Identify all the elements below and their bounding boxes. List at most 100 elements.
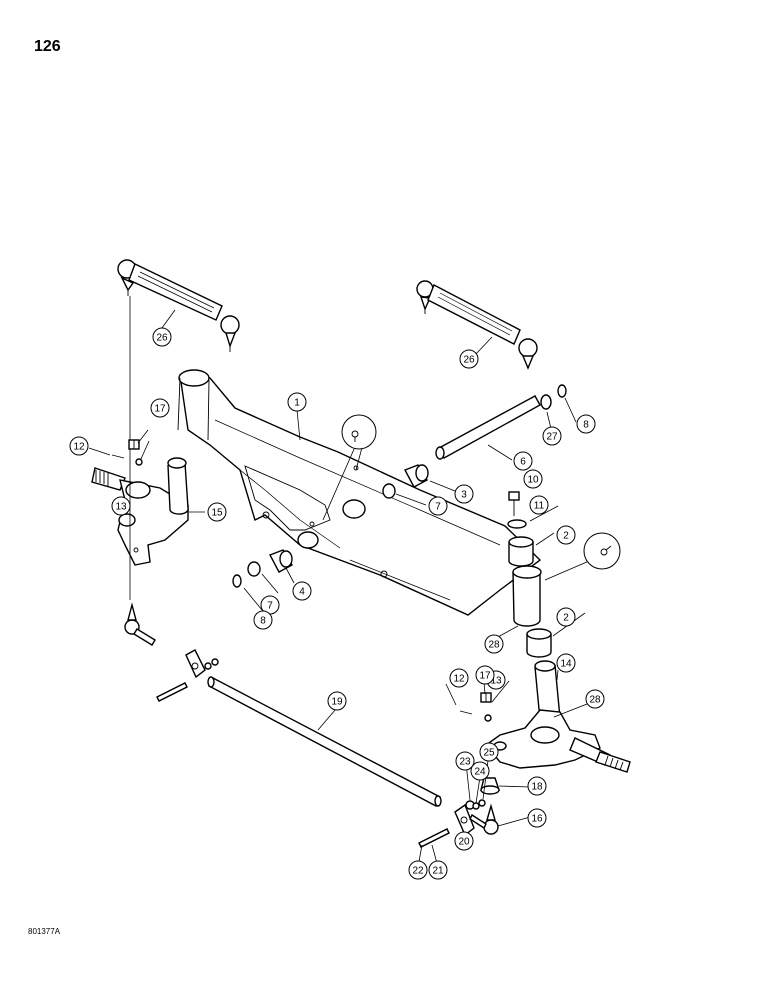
tie-rod-clamp-left (156, 649, 219, 702)
callout-17: 17 (475, 665, 495, 685)
pivot-pin (435, 395, 541, 460)
thrust-washer-front (247, 561, 261, 577)
callout-label: 16 (531, 814, 543, 825)
callout-label: 27 (546, 432, 558, 443)
callout-label: 14 (560, 659, 572, 670)
callout-label: 10 (527, 475, 539, 486)
pivot-bushing-rear (404, 464, 429, 488)
thrust-washer-rear (382, 483, 396, 499)
castle-nut-left (128, 439, 140, 450)
callout-25: 25 (479, 742, 499, 762)
callout-label: 15 (211, 508, 223, 519)
cotter-line-left (111, 454, 125, 459)
callout-label: 8 (583, 420, 589, 431)
callout-label: 11 (534, 501, 545, 512)
page-number: 126 (34, 38, 61, 55)
callout-7: 7 (428, 496, 448, 516)
callout-label: 7 (435, 502, 441, 513)
callout-23: 23 (455, 751, 475, 771)
callout-label: 28 (488, 640, 500, 651)
callout-label: 18 (531, 782, 543, 793)
washer-24 (472, 802, 480, 810)
callout-21: 21 (428, 860, 448, 880)
callout-19: 19 (327, 691, 347, 711)
cotter-line-right (459, 710, 473, 715)
washer-11 (507, 519, 527, 529)
callout-28: 28 (585, 689, 605, 709)
front-axle-beam (177, 369, 542, 616)
bushing-upper (508, 536, 534, 567)
spindle-sleeve (512, 565, 542, 627)
callout-8: 8 (253, 610, 273, 630)
callout-label: 23 (459, 757, 471, 768)
callout-2: 2 (556, 525, 576, 545)
callout-label: 13 (115, 502, 127, 513)
callout-3: 3 (454, 484, 474, 504)
callout-12: 12 (69, 436, 89, 456)
callout-label: 6 (520, 457, 526, 468)
callout-8: 8 (576, 414, 596, 434)
callout-2: 2 (556, 607, 576, 627)
callout-26: 26 (459, 349, 479, 369)
callout-11: 11 (529, 495, 549, 515)
pivot-bushing-front (269, 549, 293, 573)
callout-6: 6 (513, 451, 533, 471)
nut-25 (478, 799, 486, 807)
callout-4: 4 (292, 581, 312, 601)
tie-rod (207, 676, 442, 807)
callout-label: 17 (479, 671, 491, 682)
callout-label: 3 (461, 490, 467, 501)
callout-14: 14 (556, 653, 576, 673)
callout-label: 2 (563, 531, 569, 542)
callout-24: 24 (470, 761, 490, 781)
snap-ring-rear (557, 384, 567, 398)
detail-callout-9 (583, 532, 621, 570)
callout-label: 12 (73, 442, 85, 453)
callout-20: 20 (454, 831, 474, 851)
callout-18: 18 (527, 776, 547, 796)
tie-rod-end-left (124, 602, 156, 646)
bushing-lower (526, 628, 552, 658)
bolt-10 (508, 491, 520, 516)
steering-cylinder-left (117, 259, 240, 352)
callout-label: 26 (463, 355, 475, 366)
callout-label: 17 (154, 404, 166, 415)
callout-1: 1 (287, 392, 307, 412)
callout-label: 4 (299, 587, 305, 598)
callout-group: 1223456778891011121213131415161717181920… (69, 327, 605, 880)
snap-ring-front (232, 574, 242, 588)
callout-16: 16 (527, 808, 547, 828)
thrust-washer-27 (540, 394, 552, 410)
cotter-pin-left (135, 458, 143, 466)
callout-label: 7 (267, 601, 273, 612)
callout-26: 26 (152, 327, 172, 347)
callout-label: 28 (589, 695, 601, 706)
callout-label: 13 (490, 676, 502, 687)
callout-27: 27 (542, 426, 562, 446)
callout-label: 19 (331, 697, 343, 708)
callout-label: 21 (432, 866, 444, 877)
callout-label: 1 (294, 398, 300, 409)
tie-rod-clamp-right (418, 803, 475, 848)
callout-label: 26 (156, 333, 168, 344)
callout-22: 22 (408, 860, 428, 880)
steering-spindle-right (484, 660, 631, 773)
callout-10: 10 (523, 469, 543, 489)
callout-label: 22 (412, 866, 424, 877)
callout-label: 20 (458, 837, 470, 848)
callout-15: 15 (207, 502, 227, 522)
figure-code: 801377A (28, 927, 61, 936)
detail-callout-5 (341, 414, 377, 450)
callout-label: 24 (474, 767, 486, 778)
callout-label: 25 (483, 748, 495, 759)
callout-12: 12 (449, 668, 469, 688)
callout-13: 13 (111, 496, 131, 516)
castle-nut-right (480, 692, 492, 703)
callout-28: 28 (484, 634, 504, 654)
callout-label: 2 (563, 613, 569, 624)
cotter-pin-right (484, 714, 492, 722)
callout-label: 12 (453, 674, 465, 685)
tie-rod-end-right (469, 803, 499, 835)
steering-cylinder-right (416, 280, 538, 370)
